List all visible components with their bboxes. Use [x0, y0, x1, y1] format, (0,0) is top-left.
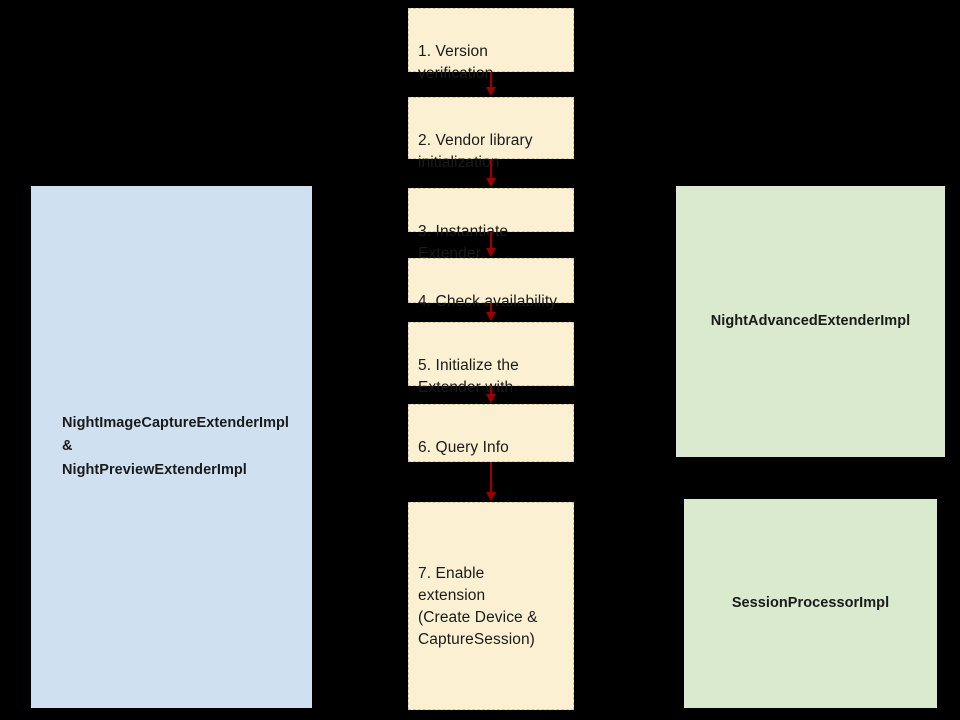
arrow-version-to-vendor-library [490, 72, 492, 88]
step-box-version-verification[interactable]: 1. Version verification [408, 8, 574, 82]
step-box-initialize-extender-camera-info[interactable]: 5. Initialize the Extender with camera i… [408, 322, 574, 418]
step-box-check-availability-label: 4. Check availability [418, 293, 558, 310]
group-box-night-basic-extenders-label: NightImageCaptureExtenderImpl & NightPre… [61, 414, 290, 478]
group-box-night-basic-extenders[interactable]: NightImageCaptureExtenderImpl & NightPre… [31, 186, 312, 708]
step-box-version-verification-label: 1. Version verification [418, 43, 494, 82]
step-box-query-info-label: 6. Query Info [418, 439, 509, 456]
group-box-session-processor[interactable]: SessionProcessorImpl [684, 499, 937, 708]
step-box-query-info[interactable]: 6. Query Info [408, 404, 574, 462]
step-box-enable-extension-label: 7. Enable extension (Create Device & Cap… [418, 565, 538, 648]
arrow-instantiate-to-check-availability [490, 232, 492, 249]
group-box-night-advanced-extender[interactable]: NightAdvancedExtenderImpl [676, 186, 945, 457]
step-box-enable-extension[interactable]: 7. Enable extension (Create Device & Cap… [408, 502, 574, 710]
arrow-initialize-to-query-info [490, 386, 492, 395]
group-box-session-processor-label: SessionProcessorImpl [731, 594, 890, 611]
step-box-check-availability[interactable]: 4. Check availability [408, 258, 574, 310]
step-box-vendor-library-initialization[interactable]: 2. Vendor library initialization [408, 97, 574, 171]
group-box-night-advanced-extender-label: NightAdvancedExtenderImpl [710, 312, 911, 329]
step-box-vendor-library-initialization-label: 2. Vendor library initialization [418, 132, 533, 171]
arrow-query-info-to-enable-extension [490, 462, 492, 493]
arrow-check-availability-to-initialize [490, 303, 492, 313]
step-box-instantiate-extender[interactable]: 3. Instantiate Extender [408, 188, 574, 262]
arrow-vendor-library-to-instantiate [490, 159, 492, 179]
